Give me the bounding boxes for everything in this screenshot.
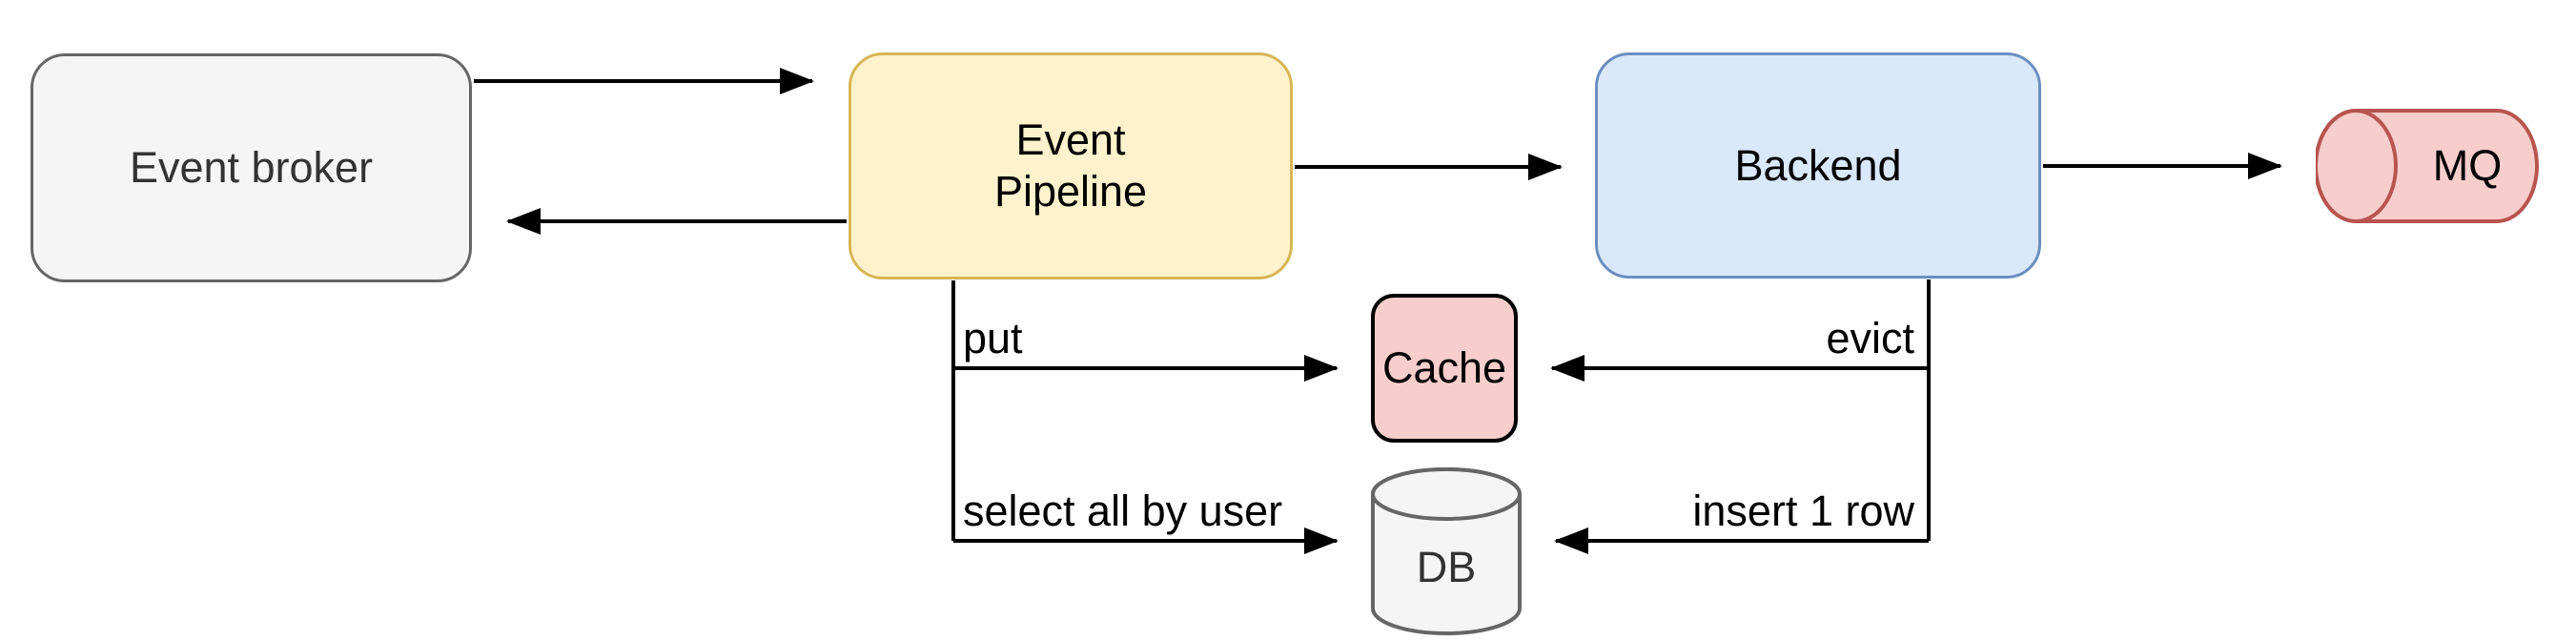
node-backend: Backend xyxy=(1595,52,2041,279)
mq-label-text: MQ xyxy=(2432,141,2503,190)
node-backend-label: Backend xyxy=(1734,140,1902,190)
node-event-broker: Event broker xyxy=(31,53,472,282)
node-event-pipeline-line1: Event xyxy=(1015,115,1126,164)
edge-label-insert: insert 1 row xyxy=(1692,486,1914,535)
node-event-broker-label: Event broker xyxy=(129,143,374,192)
node-event-pipeline: Event Pipeline xyxy=(848,52,1293,279)
node-event-pipeline-label: Event Pipeline xyxy=(994,114,1147,217)
edge-label-evict: evict xyxy=(1826,314,1914,362)
node-cache: Cache xyxy=(1371,294,1518,443)
edge-label-put: put xyxy=(963,314,1023,362)
edge-label-select: select all by user xyxy=(963,486,1283,535)
node-cache-label: Cache xyxy=(1381,343,1507,392)
node-mq-shape xyxy=(2316,109,2539,223)
db-cylinder-top xyxy=(1371,467,1522,521)
mq-cylinder-cap xyxy=(2316,109,2398,223)
node-event-pipeline-line2: Pipeline xyxy=(993,167,1148,216)
node-db-label: DB xyxy=(1371,506,1522,630)
node-db-shape xyxy=(1371,467,1522,635)
db-label-text: DB xyxy=(1416,543,1477,591)
node-mq-label: MQ xyxy=(2396,109,2539,223)
